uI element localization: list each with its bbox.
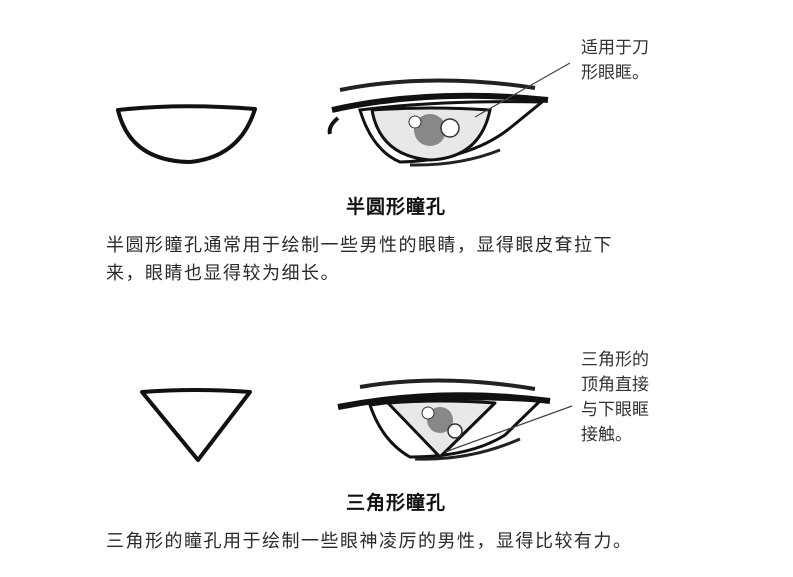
triangle-pupil-shape (140, 388, 252, 462)
callout-line: 形眼眶。 (581, 63, 649, 83)
callout-line: 适用于刀 (581, 38, 649, 58)
callout-leader-line-1 (474, 62, 571, 118)
semicircle-pupil-shape (116, 104, 257, 164)
body-line: 三角形的瞳孔用于绘制一些眼神凌厉的男性，显得比较有力。 (106, 531, 633, 552)
section-body-triangle: 三角形的瞳孔用于绘制一些眼神凌厉的男性，显得比较有力。 (106, 528, 633, 556)
callout-note-2: 三角形的 顶角直接 与下眼眶 接触。 (581, 348, 649, 448)
body-line: 半圆形瞳孔通常用于绘制一些男性的眼睛，显得眼皮耷拉下 (106, 235, 613, 256)
callout-leader-line-2 (444, 405, 573, 453)
body-line: 来，眼睛也显得较为细长。 (106, 263, 340, 284)
eye-sketch-triangle (337, 378, 551, 461)
callout-line: 三角形的 (581, 350, 649, 370)
section-title-semicircle: 半圆形瞳孔 (346, 196, 447, 218)
eye-sketch-semicircle (327, 78, 549, 167)
section-title-triangle: 三角形瞳孔 (346, 492, 447, 514)
callout-line: 与下眼眶 (581, 400, 649, 420)
section-body-semicircle: 半圆形瞳孔通常用于绘制一些男性的眼睛，显得眼皮耷拉下 来，眼睛也显得较为细长。 (106, 232, 613, 288)
callout-note-1: 适用于刀 形眼眶。 (581, 36, 649, 86)
callout-line: 顶角直接 (581, 375, 649, 395)
callout-line: 接触。 (581, 425, 632, 445)
